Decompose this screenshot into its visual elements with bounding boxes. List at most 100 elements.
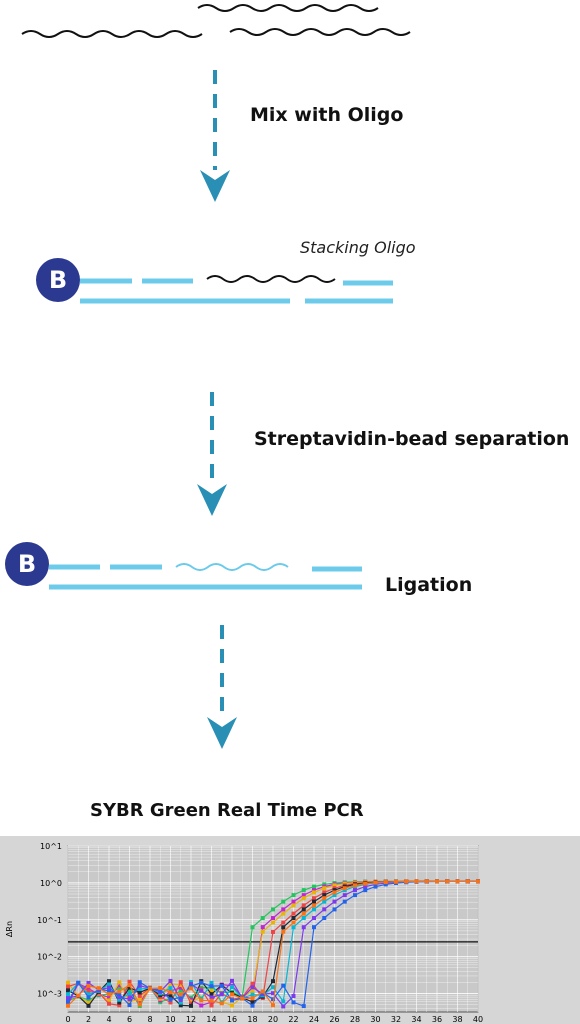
arrow-down-icon	[200, 70, 230, 202]
series-point	[76, 980, 81, 985]
x-tick-label: 26	[329, 1015, 339, 1024]
series-point	[137, 997, 142, 1002]
series-point	[117, 985, 122, 990]
series-point	[383, 882, 388, 887]
stage3-strands	[49, 563, 362, 590]
series-point	[117, 997, 122, 1002]
x-tick-label: 28	[350, 1015, 360, 1024]
series-point	[107, 988, 111, 993]
series-point	[230, 978, 234, 983]
series-point	[199, 1003, 204, 1008]
series-point	[148, 986, 152, 991]
series-point	[66, 984, 70, 989]
series-point	[209, 988, 214, 993]
series-point	[168, 993, 173, 998]
x-tick-label: 20	[268, 1015, 278, 1024]
series-point	[250, 985, 255, 990]
series-point	[127, 1003, 132, 1008]
x-tick-label: 30	[370, 1015, 380, 1024]
series-point	[445, 879, 450, 884]
series-point	[168, 990, 173, 995]
series-point	[178, 995, 183, 1000]
series-point	[117, 992, 122, 997]
series-point	[322, 890, 327, 895]
series-point	[127, 979, 132, 984]
series-point	[281, 920, 286, 925]
series-point	[301, 925, 306, 930]
series-point	[424, 879, 429, 884]
biotin-bead-icon: B	[36, 258, 80, 302]
series-point	[127, 985, 132, 990]
series-point	[178, 980, 183, 985]
series-point	[86, 992, 91, 997]
series-point	[127, 999, 132, 1004]
series-point	[250, 1000, 255, 1005]
series-point	[199, 980, 204, 985]
series-point	[271, 929, 275, 934]
series-point	[117, 980, 122, 985]
series-point	[199, 988, 204, 993]
series-point	[291, 916, 296, 921]
series-point	[137, 1000, 142, 1005]
series-point	[168, 981, 173, 986]
x-tick-label: 14	[206, 1015, 216, 1024]
series-point	[260, 989, 265, 994]
series-point	[322, 882, 327, 887]
series-point	[332, 893, 337, 898]
series-point	[189, 982, 193, 987]
series-point	[178, 992, 183, 997]
series-point	[96, 986, 101, 991]
series-point	[383, 880, 388, 885]
streptavidin-separation-label: Streptavidin-bead separation	[254, 428, 570, 450]
series-point	[189, 995, 193, 1000]
x-tick-label: 6	[127, 1015, 132, 1024]
series-point	[322, 916, 327, 921]
series-point	[250, 996, 255, 1001]
series-point	[189, 984, 193, 989]
series-point	[168, 1000, 173, 1005]
series-point	[312, 896, 316, 901]
series-point	[230, 984, 234, 989]
series-point	[189, 1001, 193, 1006]
series-point	[250, 1003, 255, 1008]
series-point	[281, 925, 286, 930]
series-point	[117, 989, 122, 994]
series-point	[86, 997, 91, 1002]
series-point	[219, 1001, 224, 1006]
series-point	[322, 899, 327, 904]
series-point	[271, 920, 275, 925]
stage2-strands	[80, 275, 393, 304]
series-point	[353, 893, 357, 898]
series-point	[332, 883, 337, 888]
series-point	[312, 890, 316, 895]
series-point	[260, 916, 265, 921]
series-point	[240, 996, 245, 1001]
series-point	[281, 929, 286, 934]
mix-with-oligo-label: Mix with Oligo	[250, 104, 404, 126]
x-tick-label: 2	[86, 1015, 91, 1024]
series-point	[435, 879, 439, 884]
y-tick-label: 10^-1	[37, 916, 62, 925]
series-point	[291, 925, 296, 930]
series-point	[250, 989, 255, 994]
top-rna-strands	[21, 4, 411, 38]
series-point	[322, 907, 327, 912]
series-point	[260, 925, 265, 930]
series-point	[107, 998, 111, 1003]
x-tick-label: 24	[309, 1015, 319, 1024]
series-point	[199, 998, 204, 1003]
series-point	[312, 916, 316, 921]
x-tick-label: 12	[186, 1015, 196, 1024]
series-point	[322, 893, 327, 898]
x-tick-label: 4	[106, 1015, 111, 1024]
x-tick-label: 38	[452, 1015, 462, 1024]
series-point	[209, 984, 214, 989]
series-point	[363, 884, 368, 889]
x-tick-label: 32	[391, 1015, 401, 1024]
series-point	[127, 997, 132, 1002]
series-point	[66, 988, 70, 993]
series-point	[230, 1003, 234, 1008]
series-point	[312, 925, 316, 930]
series-point	[158, 986, 163, 991]
